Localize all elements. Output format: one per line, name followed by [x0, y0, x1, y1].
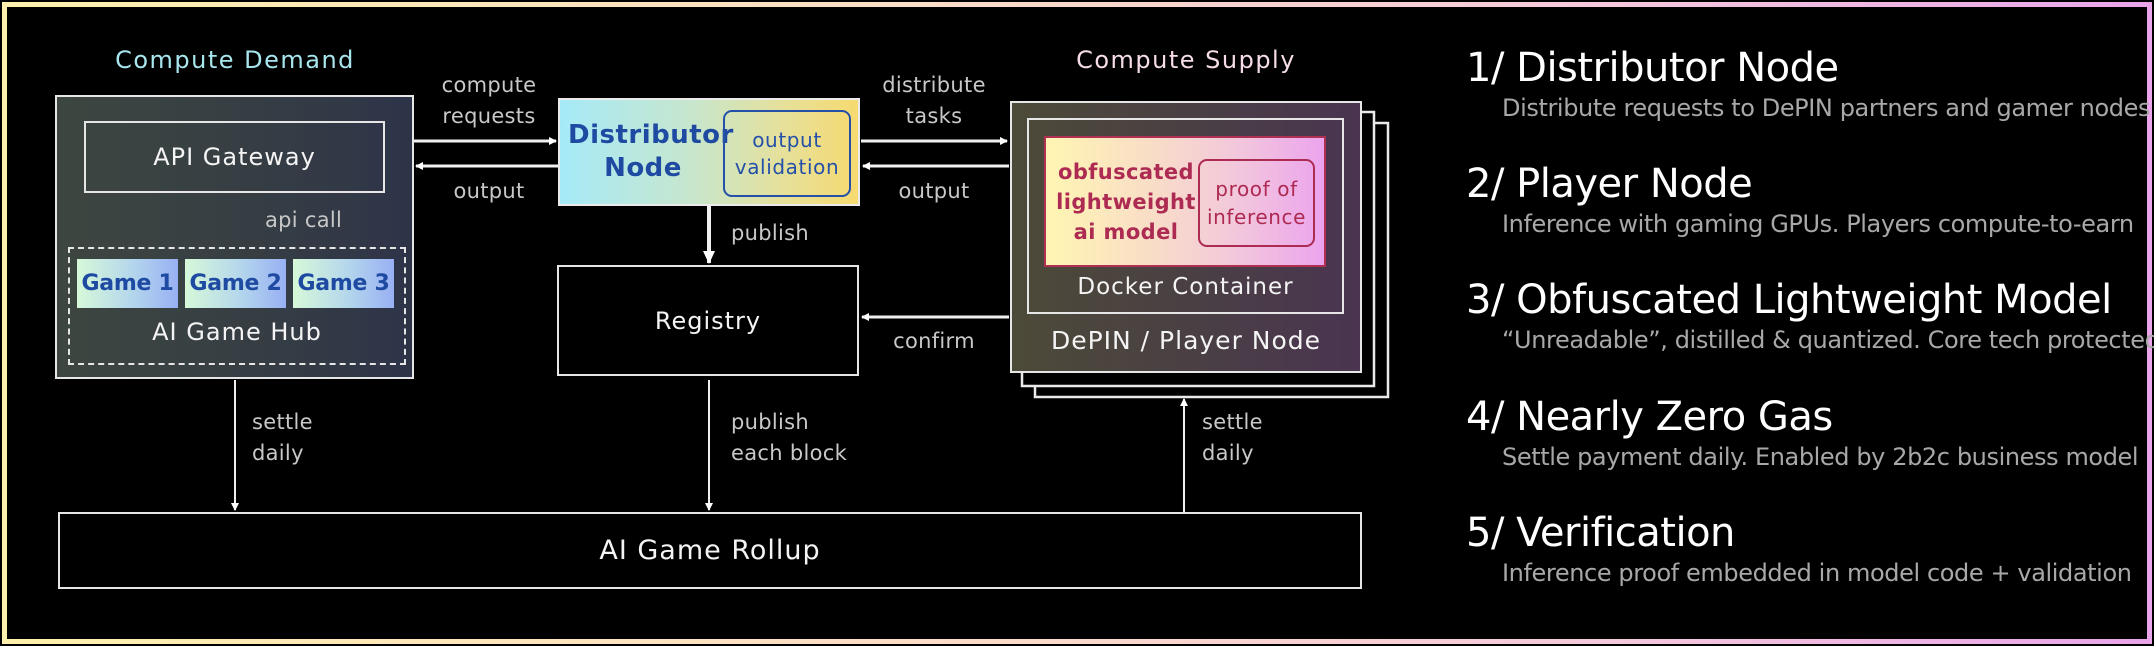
depin-player-node-label: DePIN / Player Node	[1050, 326, 1322, 355]
distributor-title-line2: Node	[604, 153, 682, 183]
feature-item: 3/ Obfuscated Lightweight Model “Unreada…	[1466, 276, 2154, 393]
distribute-tasks-line1: distribute	[882, 73, 986, 97]
feature-description: Inference proof embedded in model code +…	[1502, 559, 2132, 587]
feature-description: Settle payment daily. Enabled by 2b2c bu…	[1502, 443, 2139, 471]
ai-game-hub-label: AI Game Hub	[152, 318, 322, 346]
feature-item: 2/ Player Node Inference with gaming GPU…	[1466, 160, 2134, 276]
distributor-title-line1: Distributor	[568, 120, 734, 150]
model-line3: ai model	[1073, 220, 1179, 244]
obfuscated-model-box[interactable]: obfuscated lightweight ai model proof of…	[1044, 136, 1326, 267]
api-gateway-box[interactable]: API Gateway	[84, 121, 385, 193]
compute-demand-box	[55, 95, 414, 379]
settle-right-line2: daily	[1202, 441, 1254, 465]
compute-requests-line1: compute	[441, 73, 537, 97]
publish-block-line1: publish	[731, 410, 809, 434]
feature-item: 4/ Nearly Zero Gas Settle payment daily.…	[1466, 393, 2139, 509]
compute-requests-label: compute requests	[414, 70, 564, 132]
output-left-label: output	[453, 179, 525, 203]
confirm-label: confirm	[893, 329, 975, 353]
distribute-tasks-line2: tasks	[905, 104, 963, 128]
settle-daily-right-label: settle daily	[1202, 407, 1263, 469]
feature-description: Distribute requests to DePIN partners an…	[1502, 94, 2151, 122]
docker-container-label: Docker Container	[1077, 274, 1294, 300]
ai-game-hub[interactable]	[68, 247, 406, 365]
distribute-tasks-label: distribute tasks	[861, 70, 1007, 132]
publish-each-block-label: publish each block	[731, 407, 847, 469]
publish-label: publish	[731, 221, 809, 245]
feature-description: “Unreadable”, distilled & quantized. Cor…	[1502, 326, 2154, 354]
game-tile-1[interactable]: Game 1	[77, 259, 178, 308]
feature-heading: 1/ Distributor Node	[1466, 45, 1839, 91]
feature-item: 5/ Verification Inference proof embedded…	[1466, 509, 2132, 625]
feature-heading: 3/ Obfuscated Lightweight Model	[1466, 277, 2112, 323]
settle-left-line2: daily	[252, 441, 304, 465]
feature-heading: 2/ Player Node	[1466, 161, 1753, 207]
api-gateway-label: API Gateway	[153, 143, 316, 171]
registry-label: Registry	[654, 306, 762, 335]
compute-supply-title: Compute Supply	[1076, 46, 1296, 74]
model-line2: lightweight	[1056, 190, 1196, 214]
feature-description: Inference with gaming GPUs. Players comp…	[1502, 210, 2134, 238]
api-call-label: api call	[265, 208, 343, 232]
proof-line2: inference	[1206, 205, 1307, 229]
output-validation-line1: output	[752, 127, 822, 152]
output-right-label: output	[898, 179, 970, 203]
settle-daily-left-label: settle daily	[252, 407, 313, 469]
settle-right-line1: settle	[1202, 410, 1263, 434]
game-tile-3[interactable]: Game 3	[293, 259, 394, 308]
feature-heading: 4/ Nearly Zero Gas	[1466, 394, 1833, 440]
obfuscated-model-title: obfuscated lightweight ai model	[1052, 157, 1200, 247]
model-line1: obfuscated	[1058, 160, 1194, 184]
settle-left-line1: settle	[252, 410, 313, 434]
output-validation-box[interactable]: output validation	[723, 110, 851, 197]
ai-game-rollup-box[interactable]: AI Game Rollup	[58, 512, 1362, 589]
proof-of-inference-box[interactable]: proof of inference	[1198, 159, 1315, 247]
compute-demand-title: Compute Demand	[115, 46, 355, 74]
distributor-node-box[interactable]: Distributor Node output validation	[558, 98, 860, 206]
docker-container-box[interactable]	[1027, 118, 1344, 314]
feature-item: 1/ Distributor Node Distribute requests …	[1466, 44, 2151, 160]
distributor-node-title: Distributor Node	[568, 119, 734, 185]
output-validation-line2: validation	[734, 154, 840, 179]
feature-list: 1/ Distributor Node Distribute requests …	[1466, 44, 2154, 625]
proof-line1: proof of	[1215, 177, 1298, 201]
game-tile-2[interactable]: Game 2	[185, 259, 286, 308]
feature-heading: 5/ Verification	[1466, 510, 1735, 556]
compute-requests-line2: requests	[442, 104, 536, 128]
ai-game-rollup-label: AI Game Rollup	[599, 535, 821, 566]
publish-block-line2: each block	[731, 441, 848, 465]
registry-box[interactable]: Registry	[557, 265, 859, 376]
